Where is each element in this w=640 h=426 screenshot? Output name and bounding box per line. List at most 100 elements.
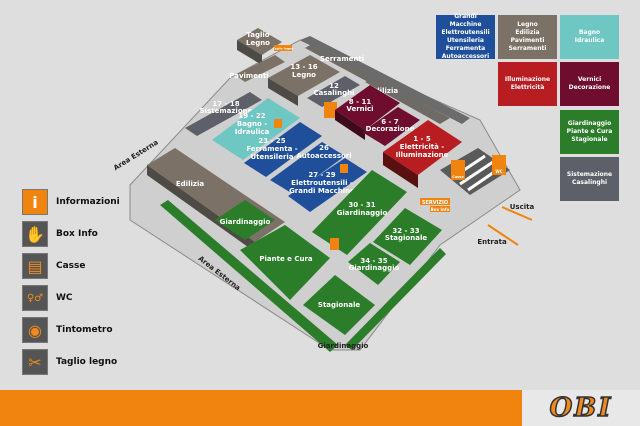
legend-item[interactable]: ▤ Casse	[22, 250, 120, 282]
label-taglio-legno-tag: Taglio legno	[273, 47, 293, 51]
label-giardinaggio-30-2: Giardinaggio	[337, 209, 388, 217]
paint-can-icon: ◉	[22, 317, 48, 343]
label-elettroutensili-2: Elettroutensili -	[291, 179, 353, 187]
zone-taglio-legno[interactable]	[237, 28, 282, 55]
label-edilizia-top: Edilizia	[370, 87, 398, 95]
label-casse-tag: Casse	[452, 175, 464, 179]
handshake-icon: ✋	[22, 221, 48, 247]
legend-label: Casse	[56, 261, 86, 271]
label-vernici-1: 8 - 11	[349, 98, 372, 106]
casse-marker-icon[interactable]	[451, 160, 465, 180]
color-key-box: Giardinaggio Piante e Cura Stagionale	[560, 110, 619, 154]
zone-ferramenta[interactable]	[244, 122, 322, 177]
label-bagno-3: Idraulica	[235, 128, 270, 136]
wc-icon: ♀♂	[22, 285, 48, 311]
legend-item[interactable]: ✂Taglio legno	[22, 346, 120, 378]
label-bagno-1: 19 - 22	[238, 112, 265, 120]
label-taglio-legno-1: Taglio	[246, 31, 269, 39]
label-wc-tag: WC	[495, 169, 502, 174]
obi-logo: OBI	[522, 390, 640, 426]
zone-giardinaggio-34-35[interactable]	[348, 243, 400, 285]
label-decorazione-2: Decorazione	[366, 125, 415, 133]
color-key-box: Vernici Decorazione	[560, 62, 619, 106]
legend-label: Tintometro	[56, 325, 113, 335]
legend-label: Box Info	[56, 229, 98, 239]
label-decorazione-1: 6 - 7	[381, 118, 399, 126]
label-servizio: SERVIZIO	[422, 200, 448, 206]
info-icon: i	[22, 189, 48, 215]
wall-top	[300, 36, 470, 124]
zone-legno[interactable]	[268, 55, 340, 96]
label-casalinghi-1: 12	[329, 82, 339, 90]
obi-logo-text: OBI	[549, 392, 613, 424]
checkout-lane	[459, 160, 494, 186]
cash-register-icon: ▤	[22, 253, 48, 279]
label-entrata: Entrata	[477, 238, 507, 246]
zone-sistemazione[interactable]	[185, 92, 262, 136]
zone-serramenti[interactable]	[305, 44, 375, 82]
zone-casalinghi[interactable]	[307, 76, 360, 107]
label-sistemazione-2: Sistemazione	[200, 107, 253, 115]
label-giardinaggio-small: Giardinaggio	[220, 218, 271, 226]
zone-bagno[interactable]	[212, 98, 300, 160]
label-giardinaggio-34-2: Giardinaggio	[349, 264, 400, 272]
label-legno-1: 13 - 16	[290, 63, 317, 71]
servizio-sign[interactable]	[420, 198, 450, 205]
zone-giardinaggio-30-31[interactable]	[312, 170, 407, 255]
label-elettricita-2: Elettricità -	[400, 143, 445, 151]
color-key-box: Grandi Macchine Elettroutensili Utensile…	[436, 13, 495, 60]
label-box-info: Box Info	[431, 207, 450, 212]
zone-vernici-side	[335, 110, 365, 140]
info-marker-icon[interactable]	[330, 238, 339, 250]
label-ferramenta-3: Utensileria	[250, 153, 293, 161]
zone-stagionale[interactable]	[303, 275, 375, 335]
label-edilizia: Edilizia	[176, 180, 204, 188]
zone-elettricita-side	[383, 152, 418, 188]
legend-item[interactable]: ♀♂ WC	[22, 282, 120, 314]
info-marker-icon[interactable]	[340, 164, 348, 173]
legend-item[interactable]: ◉ Tintometro	[22, 314, 120, 346]
label-casalinghi-2: Casalinghi	[314, 89, 355, 97]
exit-arrow	[501, 206, 533, 221]
zone-autoaccessori[interactable]	[270, 142, 345, 194]
label-giardinaggio-bottom: Giardinaggio	[318, 342, 369, 350]
label-stagionale-32-2: Stagionale	[385, 234, 427, 242]
zone-edilizia-top[interactable]	[365, 78, 450, 124]
label-autoaccessori-2: Autoaccessori	[296, 152, 351, 160]
label-giardinaggio-30-1: 30 - 31	[348, 201, 375, 209]
zone-stagionale-32-33[interactable]	[373, 208, 442, 265]
legend-label: Taglio legno	[56, 357, 118, 367]
zone-edilizia-side	[147, 165, 255, 252]
zone-pavimenti[interactable]	[235, 55, 285, 82]
legend-label: WC	[56, 293, 73, 303]
label-sistemazione-1: 17 - 18	[212, 100, 239, 108]
label-autoaccessori-1: 26	[319, 144, 329, 152]
label-elettroutensili-1: 27 - 29	[308, 171, 335, 179]
wc-marker-icon[interactable]	[492, 155, 506, 175]
color-key-box: Legno Edilizia Pavimenti Serramenti	[498, 15, 557, 59]
legend-item[interactable]: ✋ Box Info	[22, 218, 120, 250]
label-stagionale-32-1: 32 - 33	[392, 227, 419, 235]
zone-decorazione[interactable]	[362, 107, 420, 146]
zone-vernici[interactable]	[335, 85, 400, 130]
entrance-arrow	[487, 224, 519, 246]
zone-giardinaggio-right-strip[interactable]	[345, 248, 446, 350]
box-info-sign[interactable]	[430, 206, 450, 212]
color-key-box: Sistemazione Casalinghi	[560, 157, 619, 201]
zone-elettricita[interactable]	[383, 120, 462, 175]
zone-giardinaggio-small[interactable]	[215, 200, 275, 240]
color-key-box: Illuminazione Elettricità	[498, 62, 557, 106]
info-marker-icon[interactable]	[274, 119, 282, 128]
zone-piante-cura[interactable]	[240, 225, 330, 300]
zone-legno-side	[268, 78, 298, 106]
label-pavimenti: Pavimenti	[229, 72, 268, 80]
zone-giardinaggio-bottom[interactable]	[160, 200, 338, 352]
label-bagno-2: Bagno -	[237, 120, 267, 128]
label-elettricita-3: Illuminazione	[396, 151, 449, 159]
label-taglio-legno-2: Legno	[246, 39, 270, 47]
label-serramenti: Serramenti	[320, 55, 364, 63]
tintometro-marker-icon[interactable]	[324, 102, 337, 118]
